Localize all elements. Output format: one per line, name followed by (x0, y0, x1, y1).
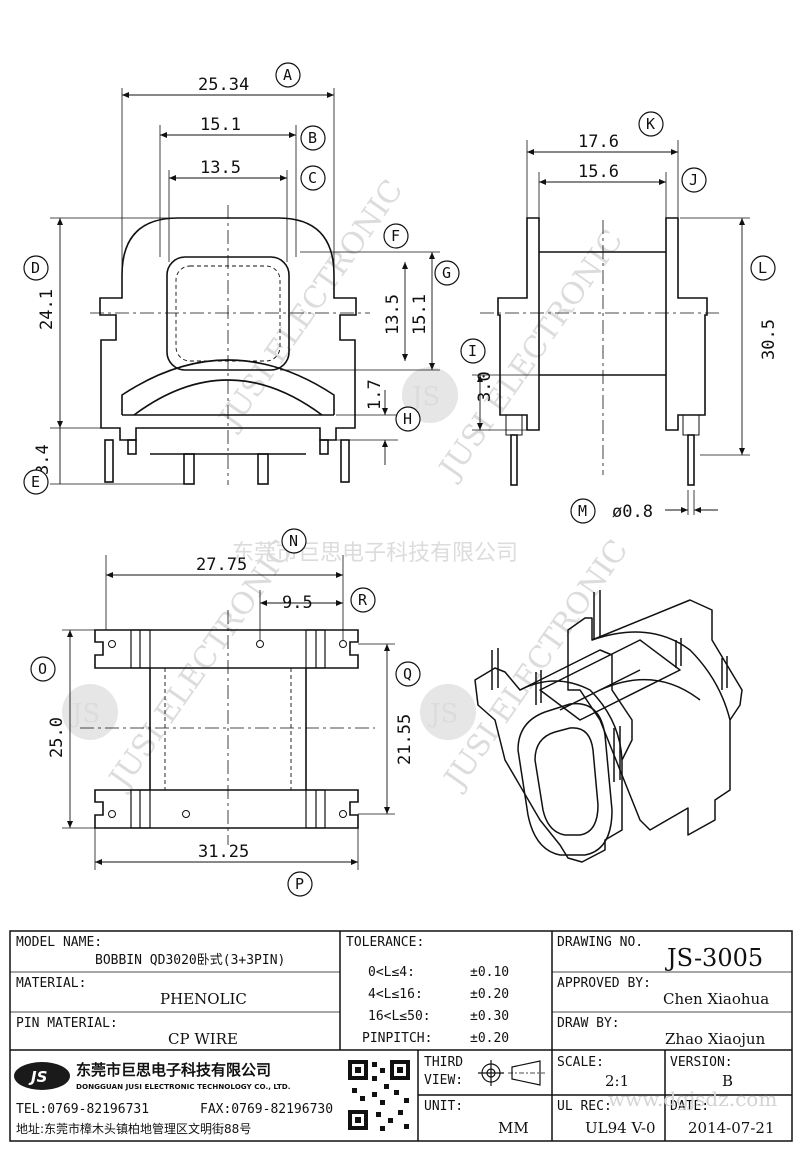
approved-by-value: Chen Xiaohua (663, 990, 769, 1008)
label-c: C (308, 169, 317, 187)
company-name-en: DONGGUAN JUSI ELECTRONIC TECHNOLOGY CO.,… (76, 1082, 290, 1091)
pin-material-value: CP WIRE (168, 1030, 238, 1048)
scale-label: SCALE: (557, 1055, 604, 1070)
watermark-logo-text: JS (69, 699, 100, 729)
label-k: K (646, 115, 655, 133)
dim-i-value: 3.0 (475, 371, 495, 402)
company-fax: FAX:0769-82196730 (200, 1102, 333, 1117)
date-label: DATE: (670, 1099, 709, 1114)
watermark-logo-text: JS (409, 382, 440, 412)
tolerance-value-3: ±0.30 (470, 1009, 509, 1024)
tolerance-range-4: PINPITCH: (362, 1031, 432, 1046)
tolerance-range-3: 16<L≤50: (368, 1009, 431, 1024)
label-e: E (31, 473, 40, 491)
label-r: R (358, 591, 368, 609)
unit-value: MM (498, 1119, 529, 1137)
company-logo (14, 1062, 70, 1090)
material-label: MATERIAL: (16, 976, 86, 991)
projection-symbol (478, 1060, 545, 1086)
watermark-brand: JUSI ELECTRONIC (431, 224, 630, 488)
watermark-logo-text: JS (427, 699, 458, 729)
label-n: N (289, 532, 298, 550)
label-o: O (38, 660, 47, 678)
dim-p-value: 31.25 (198, 842, 249, 862)
label-g: G (442, 264, 451, 282)
label-m: M (578, 502, 587, 520)
isometric-view (474, 590, 743, 863)
dim-a-value: 25.34 (198, 75, 249, 95)
drawing-no-label: DRAWING NO. (557, 935, 643, 950)
approved-by-label: APPROVED BY: (557, 976, 651, 991)
ul-rec-value: UL94 V-0 (585, 1119, 656, 1137)
draw-by-value: Zhao Xiaojun (665, 1030, 766, 1048)
tolerance-range-1: 0<L≤4: (368, 965, 415, 980)
date-value: 2014-07-21 (688, 1119, 774, 1137)
title-block: MODEL NAME: BOBBIN QD3020卧式(3+3PIN) MATE… (9, 930, 793, 1142)
watermark: 东莞市巨思电子科技有限公司 JUSI ELECTRONIC JUSI ELECT… (62, 174, 635, 797)
watermark-logo (402, 367, 458, 423)
third-view-label: THIRD (424, 1055, 463, 1070)
label-q: Q (403, 665, 412, 683)
tolerance-range-2: 4<L≤16: (368, 987, 423, 1002)
draw-by-label: DRAW BY: (557, 1016, 620, 1031)
company-name-cn: 东莞市巨思电子科技有限公司 (76, 1061, 271, 1079)
dim-n-value: 27.75 (196, 555, 247, 575)
front-view-dimensions: 25.34 15.1 13.5 24.1 3.4 13.5 15.1 1.7 A… (23, 62, 460, 495)
dim-h-value: 1.7 (365, 379, 385, 410)
scale-value: 2:1 (605, 1072, 629, 1090)
material-value: PHENOLIC (160, 990, 247, 1008)
label-f: F (391, 227, 400, 245)
tolerance-label: TOLERANCE: (346, 935, 424, 950)
side-view-dimensions: 17.6 15.6 30.5 3.0 ø0.8 K J L I M (460, 111, 779, 524)
dim-q-value: 21.55 (395, 714, 415, 765)
label-a: A (283, 66, 292, 84)
model-name-label: MODEL NAME: (16, 935, 102, 950)
dim-g1-value: 13.5 (383, 294, 403, 335)
label-l: L (758, 259, 767, 277)
dim-e-value: 3.4 (33, 444, 53, 475)
label-h: H (403, 410, 412, 428)
third-view-label-2: VIEW: (424, 1073, 463, 1088)
label-p: P (295, 875, 304, 893)
dim-g2-value: 15.1 (410, 294, 430, 335)
drawing-no-value: JS-3005 (664, 944, 763, 972)
bottom-view-dimensions: 27.75 9.5 25.0 21.55 31.25 N R O Q P (30, 528, 421, 897)
watermark-logo (62, 684, 118, 740)
dim-d-value: 24.1 (37, 289, 57, 330)
company-tel: TEL:0769-82196731 (16, 1102, 149, 1117)
watermark-site: www.dgjsdz.com (608, 1087, 777, 1111)
pin-material-label: PIN MATERIAL: (16, 1016, 118, 1031)
company-address: 地址:东莞市樟木头镇柏地管理区文明街88号 (16, 1121, 251, 1136)
version-label: VERSION: (670, 1055, 733, 1070)
label-b: B (308, 129, 317, 147)
ul-rec-label: UL REC: (557, 1099, 612, 1114)
dim-k-value: 17.6 (578, 132, 619, 152)
qr-code (345, 1057, 413, 1135)
bottom-view (62, 555, 395, 870)
front-view (50, 88, 440, 485)
model-name-value: BOBBIN QD3020卧式(3+3PIN) (95, 953, 285, 968)
tolerance-value-1: ±0.10 (470, 965, 509, 980)
watermark-logo (420, 684, 476, 740)
watermark-company: 东莞市巨思电子科技有限公司 (232, 541, 518, 566)
company-logo-text: JS (28, 1068, 47, 1086)
dim-r-value: 9.5 (282, 593, 313, 613)
side-view (472, 140, 750, 515)
dim-c-value: 13.5 (200, 158, 241, 178)
version-value: B (722, 1072, 733, 1090)
dim-j-value: 15.6 (578, 162, 619, 182)
dim-o-value: 25.0 (47, 717, 67, 758)
dim-l-value: 30.5 (759, 319, 779, 360)
tolerance-value-2: ±0.20 (470, 987, 509, 1002)
dim-b-value: 15.1 (200, 115, 241, 135)
tolerance-value-4: ±0.20 (470, 1031, 509, 1046)
dim-m-value: ø0.8 (612, 502, 653, 522)
label-i: I (468, 342, 477, 360)
label-j: J (689, 171, 698, 189)
unit-label: UNIT: (424, 1099, 463, 1114)
label-d: D (31, 259, 40, 277)
